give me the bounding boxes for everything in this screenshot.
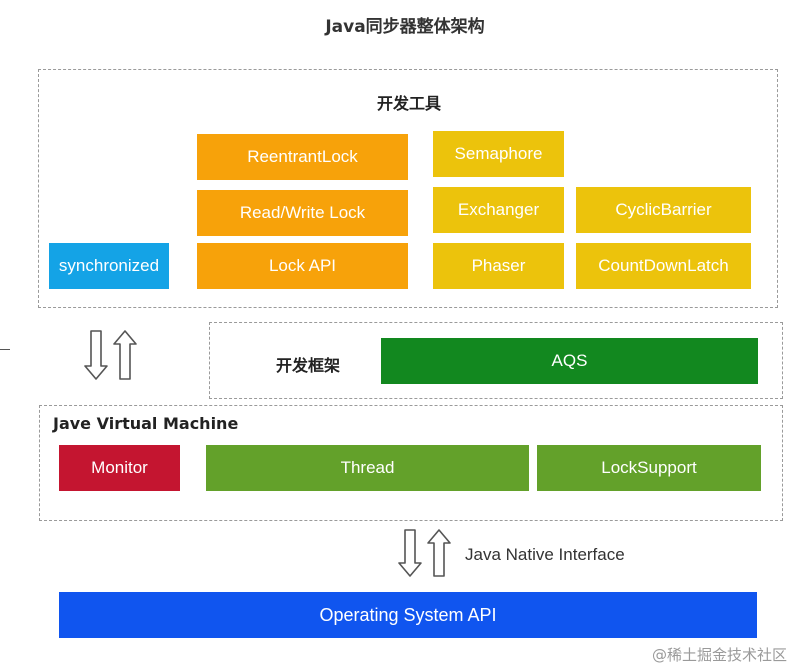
exchanger-box: Exchanger xyxy=(433,187,564,233)
lock-support-box: LockSupport xyxy=(537,445,761,491)
reentrant-lock-box: ReentrantLock xyxy=(197,134,408,180)
dev-framework-label: 开发框架 xyxy=(276,356,341,375)
up-down-arrows-icon xyxy=(398,529,451,577)
os-api-box: Operating System API xyxy=(59,592,757,638)
synchronized-box: synchronized xyxy=(49,243,169,289)
lock-api-box: Lock API xyxy=(197,243,408,289)
watermark: @稀土掘金技术社区 xyxy=(652,646,788,664)
aqs-box: AQS xyxy=(381,338,758,384)
dev-tools-region xyxy=(38,69,778,308)
semaphore-box: Semaphore xyxy=(433,131,564,177)
dev-framework-region xyxy=(209,322,783,399)
read-write-lock-box: Read/Write Lock xyxy=(197,190,408,236)
monitor-box: Monitor xyxy=(59,445,180,491)
cyclic-barrier-box: CyclicBarrier xyxy=(576,187,751,233)
thread-box: Thread xyxy=(206,445,529,491)
phaser-box: Phaser xyxy=(433,243,564,289)
up-down-arrows-icon xyxy=(84,330,137,380)
jvm-label: Jave Virtual Machine xyxy=(53,414,239,433)
jni-label: Java Native Interface xyxy=(465,545,625,564)
diagram-title: Java同步器整体架构 xyxy=(325,17,485,37)
dev-tools-label: 开发工具 xyxy=(377,94,442,113)
count-down-latch-box: CountDownLatch xyxy=(576,243,751,289)
jvm-region xyxy=(39,405,783,521)
edge-tick xyxy=(0,349,10,350)
